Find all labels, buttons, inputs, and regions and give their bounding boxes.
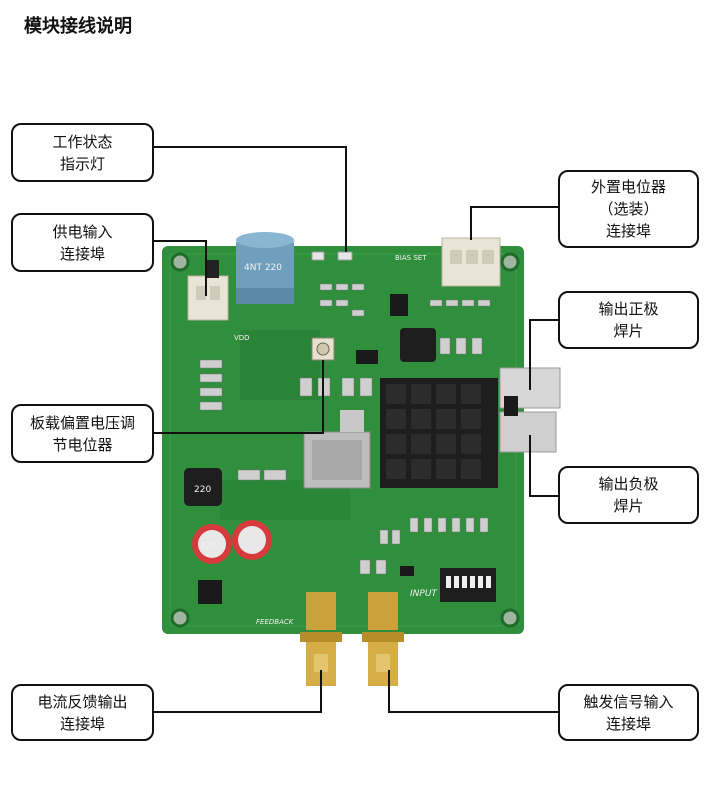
callout-power-input-line2: 连接埠 (59, 244, 105, 263)
callout-trigger-input: 触发信号输入 连接埠 (558, 684, 699, 741)
vdd-label: VDD (234, 334, 250, 342)
small-capacitor-1: 220 (192, 524, 232, 564)
callout-onboard-pot-line1: 板载偏置电压调 (29, 413, 135, 432)
callout-output-negative-line2: 焊片 (613, 497, 644, 515)
leader-trigger-input (388, 670, 558, 713)
callout-current-feedback: 电流反馈输出 连接埠 (11, 684, 154, 741)
callout-trigger-input-line2: 连接埠 (605, 714, 651, 733)
dip-switch (440, 568, 496, 602)
leader-status-led (153, 146, 347, 252)
inductor-bottom: 220 (184, 468, 222, 506)
leader-output-positive (529, 319, 558, 390)
callout-trigger-input-line1: 触发信号输入 (583, 692, 674, 711)
power-connector (187, 275, 229, 321)
leader-output-negative (529, 435, 558, 497)
inductor-top (400, 328, 436, 362)
page-title: 模块接线说明 (24, 16, 132, 37)
bias-set-label: BIAS SET (395, 254, 427, 262)
leader-power-input (153, 240, 207, 296)
callout-output-positive: 输出正极 焊片 (558, 291, 699, 349)
inductor-label: 220 (194, 485, 211, 495)
callout-onboard-pot-line2: 节电位器 (52, 435, 113, 454)
callout-output-negative: 输出负极 焊片 (558, 466, 699, 524)
leader-current-feedback (153, 670, 322, 713)
output-negative-tab (499, 411, 557, 453)
callout-status-led-line1: 工作状态 (52, 132, 113, 151)
heatsink (380, 378, 498, 488)
input-label: INPUT (410, 589, 438, 599)
small-capacitor-label: 220 (201, 541, 216, 550)
callout-current-feedback-line2: 连接埠 (59, 714, 105, 733)
callout-current-feedback-line1: 电流反馈输出 (37, 692, 128, 711)
callout-external-pot-line3: 连接埠 (605, 222, 651, 240)
main-capacitor-label: 4NT 220 (244, 263, 282, 273)
leader-external-pot (470, 206, 558, 240)
callout-external-pot-line2: （选装） (598, 200, 659, 218)
status-led (337, 251, 353, 261)
input-sma-connector (362, 592, 404, 686)
callout-output-negative-line1: 输出负极 (598, 475, 659, 493)
callout-status-led: 工作状态 指示灯 (11, 123, 154, 182)
mounting-holes (170, 252, 520, 628)
leader-onboard-pot (153, 360, 324, 434)
callout-power-input-line1: 供电输入 (52, 222, 113, 241)
callout-onboard-pot: 板载偏置电压调 节电位器 (11, 404, 154, 463)
callout-power-input: 供电输入 连接埠 (11, 213, 154, 272)
callout-output-positive-line1: 输出正极 (598, 300, 659, 318)
small-capacitor-2 (232, 520, 272, 560)
callout-external-pot-line1: 外置电位器 (590, 178, 666, 196)
callout-output-positive-line2: 焊片 (613, 322, 644, 340)
leader-lines (153, 146, 558, 713)
main-capacitor: 4NT 220 (236, 232, 294, 304)
callout-status-led-line2: 指示灯 (59, 154, 105, 173)
feedback-label: FEEDBACK (256, 618, 295, 626)
callout-external-pot: 外置电位器 （选装） 连接埠 (558, 170, 699, 248)
